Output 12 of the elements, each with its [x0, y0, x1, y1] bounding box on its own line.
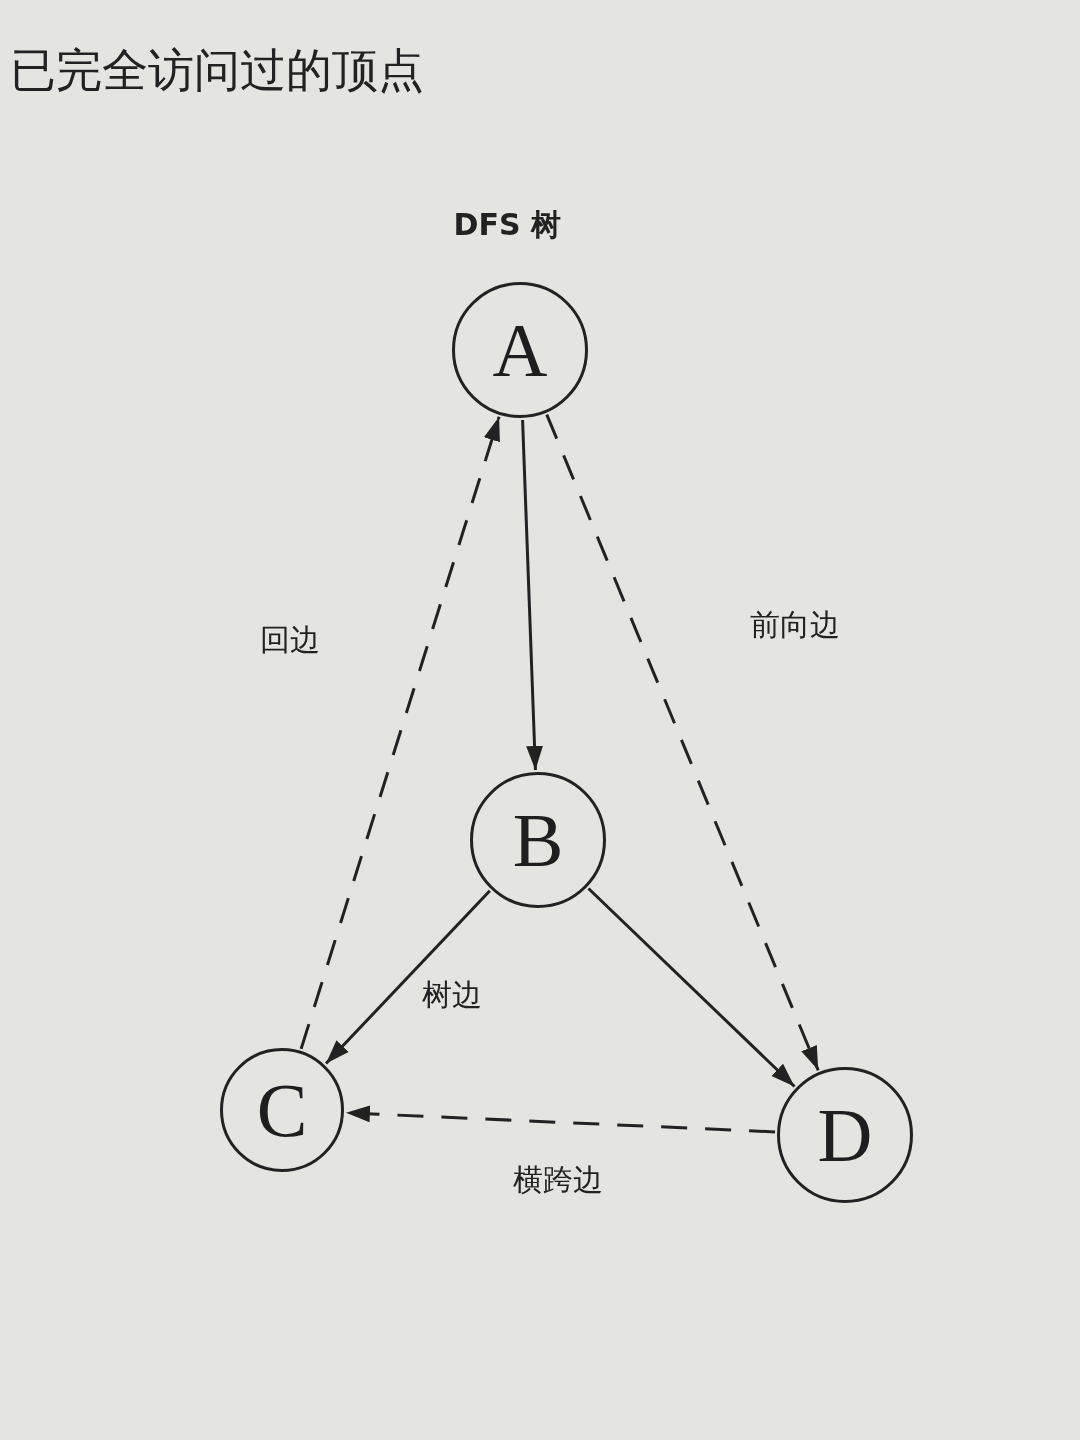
dashed-arrow: [345, 1105, 776, 1134]
body-text: 已完全访问过的顶点: [10, 42, 424, 99]
vertex-letter: C: [256, 1072, 308, 1148]
vertex-letter: D: [817, 1097, 873, 1173]
arrow: [587, 887, 796, 1088]
arrow: [521, 419, 543, 771]
diagram-title: DFS 树: [453, 206, 561, 244]
arrow: [324, 889, 491, 1065]
dashed-arrow: [299, 416, 501, 1050]
vertex-letter: A: [492, 312, 548, 388]
dashed-arrow: [545, 414, 820, 1071]
vertex-letter: B: [512, 802, 564, 878]
